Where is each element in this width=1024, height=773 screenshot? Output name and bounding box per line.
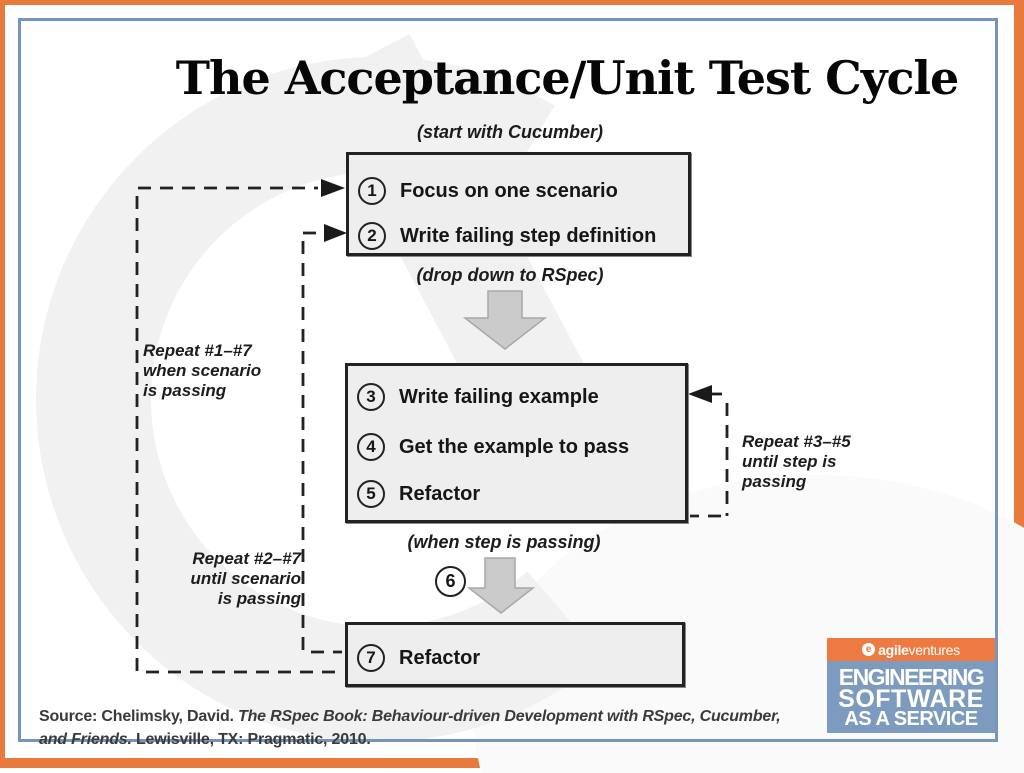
step-row-5: 5 Refactor xyxy=(357,480,480,508)
step-row-2: 2 Write failing step definition xyxy=(358,222,656,250)
slide-title: The Acceptance/Unit Test Cycle xyxy=(175,51,959,105)
rspec-steps-box: 3 Write failing example 4 Get the exampl… xyxy=(345,363,688,523)
step-7-number-badge: 7 xyxy=(357,644,385,672)
esaas-text-block: ENGINEERING SOFTWARE AS A SERVICE xyxy=(827,661,995,733)
cucumber-steps-box: 1 Focus on one scenario 2 Write failing … xyxy=(346,152,691,256)
step-1-label: Focus on one scenario xyxy=(400,179,618,202)
source-publisher: Lewisville, TX: Pragmatic, 2010. xyxy=(135,731,371,748)
source-book-title-part2: and Friends. xyxy=(39,731,132,748)
inner-blue-frame xyxy=(18,18,998,742)
step-4-label: Get the example to pass xyxy=(399,435,630,458)
source-label: Source: xyxy=(39,708,98,725)
source-book-title-part1: The RSpec Book: Behaviour-driven Develop… xyxy=(238,708,781,725)
step-3-label: Write failing example xyxy=(399,385,599,408)
repeat-2-7-label: Repeat #2–#7 until scenario is passing xyxy=(190,549,301,608)
source-authors: Chelimsky, David. xyxy=(101,708,234,725)
source-citation: Source: Chelimsky, David. The RSpec Book… xyxy=(39,705,849,751)
annotation-when-step-is-passing: (when step is passing) xyxy=(407,532,601,552)
step-row-3: 3 Write failing example xyxy=(357,383,599,411)
step-2-number-badge: 2 xyxy=(358,222,386,250)
agileventures-logo-icon: e xyxy=(862,643,876,656)
agileventures-brand-bar: e agileventures xyxy=(827,638,995,661)
annotation-drop-down-to-rspec: (drop down to RSpec) xyxy=(416,265,604,285)
step-row-4: 4 Get the example to pass xyxy=(357,433,629,461)
step-6-number-badge: 6 xyxy=(435,566,466,597)
step-2-label: Write failing step definition xyxy=(400,224,657,247)
step-5-label: Refactor xyxy=(399,482,481,505)
refactor-box: 7 Refactor xyxy=(345,622,685,687)
step-1-number-badge: 1 xyxy=(358,177,386,205)
step-row-1: 1 Focus on one scenario xyxy=(358,177,618,205)
step-5-number-badge: 5 xyxy=(357,480,385,508)
agileventures-badge: e agileventures ENGINEERING SOFTWARE AS … xyxy=(827,638,995,733)
repeat-3-5-label: Repeat #3–#5 until step is passing xyxy=(742,432,851,491)
annotation-start-with-cucumber: (start with Cucumber) xyxy=(416,122,603,142)
step-row-7: 7 Refactor xyxy=(357,644,480,672)
step-7-label: Refactor xyxy=(399,646,481,669)
esaas-line-3: AS A SERVICE xyxy=(844,707,978,730)
esaas-line-2: SOFTWARE xyxy=(838,684,984,713)
step-4-number-badge: 4 xyxy=(357,433,385,461)
step-3-number-badge: 3 xyxy=(357,383,385,411)
repeat-1-7-label: Repeat #1–#7 when scenario is passing xyxy=(143,341,262,400)
esaas-line-1: ENGINEERING xyxy=(838,663,985,690)
agileventures-brand-text: agileventures xyxy=(878,641,960,658)
